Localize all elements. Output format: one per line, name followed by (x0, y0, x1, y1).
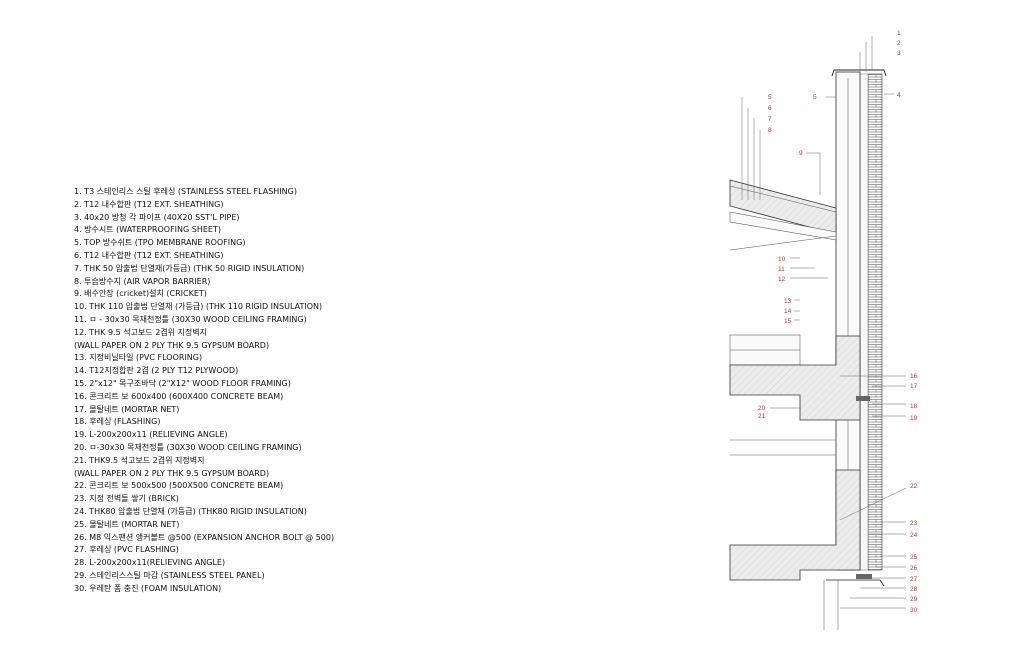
callout-2: 2 (897, 40, 901, 47)
legend-item: 7. THK 50 압출법 단열재(가등급) (THK 50 RIGID INS… (74, 263, 305, 273)
legend-item: 18. 후레싱 (FLASHING) (74, 417, 161, 427)
legend-item: 20. ㅁ-30x30 목재천정틀 (30X30 WOOD CEILING FR… (74, 442, 302, 452)
leader-5a-8 (741, 97, 761, 200)
callout-17: 17 (910, 383, 918, 390)
legend-item: 30. 우레탄 폼 충진 (FOAM INSULATION) (74, 583, 222, 593)
legend-item: 13. 지정비닐타일 (PVC FLOORING) (74, 353, 203, 363)
legend-item: (WALL PAPER ON 2 PLY THK 9.5 GYPSUM BOAR… (74, 340, 270, 350)
callout-10: 10 (778, 256, 786, 263)
legend-item: 23. 지정 전벽돌 쌓기 (BRICK) (74, 494, 179, 504)
legend-item: 9. 배수안장 (cricket)설치 (CRICKET) (74, 289, 207, 299)
legend-item: 17. 몰탈네트 (MORTAR NET) (74, 404, 180, 414)
wall-insulation (859, 73, 869, 571)
legend-item: (WALL PAPER ON 2 PLY THK 9.5 GYPSUM BOAR… (74, 468, 270, 478)
callout-13: 13 (784, 298, 792, 305)
legend-item: 26. M8 익스팬션 앵커볼트 @500 (EXPANSION ANCHOR … (74, 532, 335, 542)
callout-5b: 5 (813, 94, 817, 101)
callout-3: 3 (897, 50, 901, 57)
parapet-cap (831, 69, 887, 77)
legend-item: 21. THK9.5 석고보드 2겹위 지정벽지 (74, 455, 205, 465)
callout-8: 8 (768, 127, 772, 134)
concrete-beam-600x400 (729, 335, 861, 421)
callout-30: 30 (910, 607, 918, 614)
concrete-beam-500x500 (729, 469, 861, 581)
leader-9 (806, 152, 821, 195)
callout-1: 1 (897, 30, 901, 37)
legend-item: 25. 몰탈네트 (MORTAR NET) (74, 519, 180, 529)
roof-membrane-line (729, 185, 837, 213)
legend-item: 5. TOP 방수쉬트 (TPO MEMBRANE ROOFING) (74, 238, 246, 248)
legend-item: 16. 콘크리트 보 600x400 (600X400 CONCRETE BEA… (74, 391, 284, 401)
brick-veneer (867, 73, 883, 571)
legend-item: 22. 콘크리트 보 500x500 (500X500 CONCRETE BEA… (74, 481, 284, 491)
callout-19: 19 (910, 415, 918, 422)
legend-item: 4. 방수시트 (WATERPROOFING SHEET) (74, 225, 221, 235)
callout-7: 7 (768, 116, 772, 123)
relieving-angle-upper (856, 396, 870, 401)
callout-24: 24 (910, 532, 918, 539)
leader-25-30 (840, 555, 906, 609)
leader-22 (839, 487, 907, 521)
leader-23-24 (868, 521, 906, 535)
callout-16: 16 (910, 373, 918, 380)
leader-13-15 (794, 299, 800, 321)
callout-6: 6 (768, 105, 772, 112)
callout-4: 4 (897, 92, 901, 99)
callout-23: 23 (910, 520, 918, 527)
leader-16-19 (840, 375, 906, 417)
callout-11: 11 (778, 266, 785, 273)
roof-ceiling (729, 211, 837, 241)
legend-item: 3. 40x20 방청 각 파이프 (40X20 SST'L PIPE) (74, 212, 240, 222)
legend-item: 29. 스테인리스스틸 마감 (STAINLESS STEEL PANEL) (74, 570, 265, 580)
callout-28: 28 (910, 586, 918, 593)
callout-14: 14 (784, 308, 792, 315)
callout-27: 27 (910, 576, 918, 583)
legend-item: 11. ㅁ - 30x30 목재천정틀 (30X30 WOOD CEILING … (74, 314, 307, 324)
legend-list: 1. T3 스테인리스 스틸 후레싱 (STAINLESS STEEL FLAS… (74, 186, 334, 596)
callout-15: 15 (784, 318, 792, 325)
relieving-angle-lower (856, 574, 872, 579)
callout-12: 12 (778, 276, 786, 283)
legend-item: 12. THK 9.5 석고보드 2겹위 지정벽지 (74, 327, 207, 337)
callout-29: 29 (910, 596, 918, 603)
legend-item: 24. THK80 압출법 단열재 (가등급) (THK80 RIGID INS… (74, 506, 307, 516)
legend-item: 28. L-200x200x11(RELIEVING ANGLE) (74, 558, 226, 568)
legend-item: 10. THK 110 압출법 단열재 (가등급) (THK 110 RIGID… (74, 302, 323, 312)
callout-25: 25 (910, 554, 918, 561)
legend-item: 14. T12지정합판 2겹 (2 PLY T12 PLYWOOD) (74, 366, 239, 376)
callout-26: 26 (910, 565, 918, 572)
stainless-panel (826, 579, 885, 587)
legend-item: 15. 2"x12" 목구조바닥 (2"X12" WOOD FLOOR FRAM… (74, 378, 291, 388)
callout-22: 22 (910, 483, 918, 490)
ceiling-line (729, 235, 837, 251)
callout-20: 20 (758, 405, 766, 412)
legend-item: 27. 후레싱 (PVC FLASHING) (74, 545, 179, 555)
legend-item: 1. T3 스테인리스 스틸 후레싱 (STAINLESS STEEL FLAS… (74, 187, 297, 196)
legend-item: 8. 투습방수지 (AIR VAPOR BARRIER) (74, 276, 211, 286)
callout-5a: 5 (768, 94, 772, 101)
callout-9: 9 (799, 150, 803, 157)
callout-18: 18 (910, 403, 918, 410)
legend-item: 19. L-200x200x11 (RELIEVING ANGLE) (74, 430, 228, 440)
leader-10-12 (790, 257, 828, 279)
legend-item: 6. T12 내수합판 (T12 EXT. SHEATHING) (74, 250, 224, 260)
callout-21: 21 (758, 413, 766, 420)
legend-item: 2. T12 내수합판 (T12 EXT. SHEATHING) (74, 199, 224, 209)
